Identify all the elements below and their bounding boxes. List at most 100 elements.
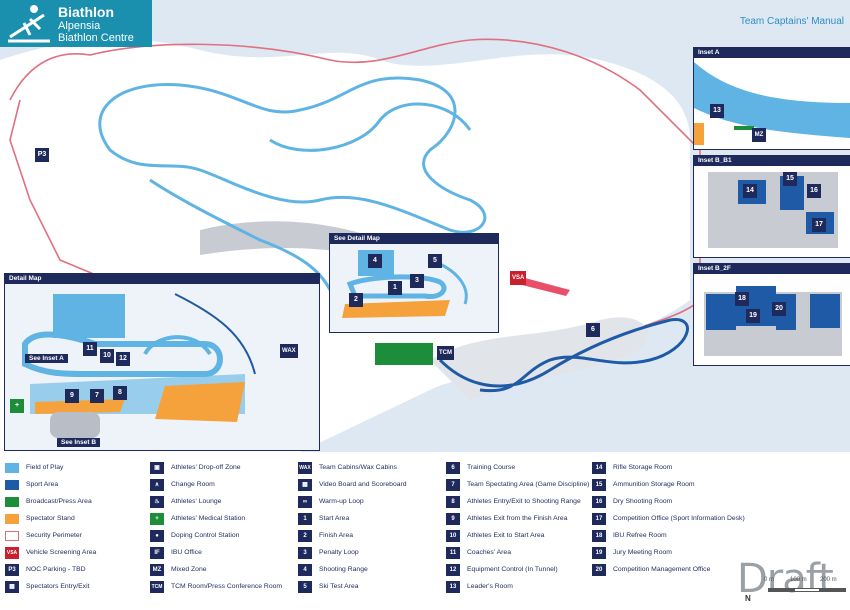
number-icon: 13 (446, 581, 460, 593)
scale-seg-2 (794, 588, 820, 592)
door-icon: ▦ (5, 581, 19, 593)
legend-label: Dry Shooting Room (613, 498, 673, 505)
marker-6[interactable]: 6 (586, 323, 600, 337)
legend-label: Spectators Entry/Exit (26, 583, 90, 590)
mixed-zone-marker[interactable]: MZ (752, 128, 766, 142)
detail-map-header: Detail Map (5, 274, 319, 284)
detail-map-panel[interactable]: Detail Map See Inset A See Inset B 11 10… (4, 273, 320, 451)
vsa-access (522, 278, 570, 296)
marker-7[interactable]: 7 (90, 389, 104, 403)
legend-label: Start Area (319, 515, 350, 522)
scoreboard-icon: ▦ (298, 479, 312, 491)
road-area (430, 317, 648, 400)
inset-a-header: Inset A (694, 48, 850, 58)
field-swatch (5, 463, 19, 473)
doping-icon: ● (150, 530, 164, 542)
inset-b2-panel[interactable]: Inset B_2F 18 19 20 (693, 263, 850, 366)
medical-station-icon[interactable]: + (10, 399, 24, 413)
marker-5[interactable]: 5 (428, 254, 442, 268)
marker-12[interactable]: 12 (116, 352, 130, 366)
marker-20[interactable]: 20 (772, 302, 786, 316)
legend-label: Ammunition Storage Room (613, 481, 695, 488)
see-detail-map-panel[interactable]: See Detail Map 4 5 3 1 2 (329, 233, 499, 333)
wax-icon: WAX (298, 462, 312, 474)
parking-p3-marker[interactable]: P3 (35, 148, 49, 162)
legend-label: Training Course (467, 464, 516, 471)
number-icon: 14 (592, 462, 606, 474)
marker-15[interactable]: 15 (783, 172, 797, 186)
inset-a-panel[interactable]: Inset A 13 MZ (693, 47, 850, 150)
legend-label: Team Cabins/Wax Cabins (319, 464, 397, 471)
legend-label: Athletes Exit to Start Area (467, 532, 545, 539)
legend-label: Video Board and Scoreboard (319, 481, 407, 488)
tcm-marker[interactable]: TCM (437, 346, 454, 360)
tcm-icon: TCM (150, 581, 164, 593)
number-icon: 15 (592, 479, 606, 491)
ski-trail-north (98, 76, 487, 234)
legend-label: Ski Test Area (319, 583, 359, 590)
legend-label: Athletes' Drop-off Zone (171, 464, 241, 471)
marker-9[interactable]: 9 (65, 389, 79, 403)
legend-label: Change Room (171, 481, 215, 488)
mixed-zone-icon: MZ (150, 564, 164, 576)
marker-8[interactable]: 8 (113, 386, 127, 400)
number-icon: 7 (446, 479, 460, 491)
inset-b1-panel[interactable]: Inset B_B1 14 15 16 17 (693, 155, 850, 258)
scale-seg-1 (768, 588, 794, 592)
marker-16[interactable]: 16 (807, 184, 821, 198)
legend-label: Mixed Zone (171, 566, 207, 573)
legend-label: Rifle Storage Room (613, 464, 673, 471)
number-icon: 4 (298, 564, 312, 576)
number-icon: 2 (298, 530, 312, 542)
scale-label-100: 100 m (790, 577, 807, 583)
warmup-icon: ∞ (298, 496, 312, 508)
legend-label: Coaches' Area (467, 549, 511, 556)
spectator-swatch (5, 514, 19, 524)
hanger-icon: ∧ (150, 479, 164, 491)
marker-18[interactable]: 18 (735, 292, 749, 306)
marker-3[interactable]: 3 (410, 274, 424, 288)
marker-10[interactable]: 10 (100, 349, 114, 363)
venue-line2: Biathlon Centre (58, 32, 134, 44)
marker-19[interactable]: 19 (746, 309, 760, 323)
legend-label: Athletes' Medical Station (171, 515, 246, 522)
number-icon: 11 (446, 547, 460, 559)
marker-1[interactable]: 1 (388, 281, 402, 295)
legend-label: Jury Meeting Room (613, 549, 672, 556)
legend-label: TCM Room/Press Conference Room (171, 583, 283, 590)
ski-trail-inner (269, 102, 472, 152)
marker-11[interactable]: 11 (83, 342, 97, 356)
vsa-marker[interactable]: VSA (510, 271, 527, 285)
number-icon: 1 (298, 513, 312, 525)
manual-title: Team Captains' Manual (739, 16, 844, 27)
scale-bar: 0 m 100 m 200 m (764, 577, 846, 594)
bus-icon: ▣ (150, 462, 164, 474)
legend-label: Vehicle Screening Area (26, 549, 97, 556)
vsa-icon: VSA (5, 547, 19, 559)
wax-marker[interactable]: WAX (280, 344, 298, 358)
venue-name: Alpensia Biathlon Centre (58, 20, 134, 44)
marker-2[interactable]: 2 (349, 293, 363, 307)
legend-label: Spectator Stand (26, 515, 75, 522)
legend-label: Field of Play (26, 464, 64, 471)
legend-label: Athletes Entry/Exit to Shooting Range (467, 498, 581, 505)
see-inset-b-label[interactable]: See Inset B (57, 438, 101, 447)
broadcast-swatch (5, 497, 19, 507)
broadcast-area (375, 343, 433, 365)
scale-label-0: 0 m (764, 577, 775, 583)
sport-title: Biathlon (58, 4, 114, 20)
number-icon: 8 (446, 496, 460, 508)
marker-17[interactable]: 17 (812, 218, 826, 232)
parking-icon: P3 (5, 564, 19, 576)
number-icon: 20 (592, 564, 606, 576)
ibu-office-icon: IF (150, 547, 164, 559)
marker-14[interactable]: 14 (743, 184, 757, 198)
legend-label: Penalty Loop (319, 549, 359, 556)
see-inset-a-label[interactable]: See Inset A (25, 354, 68, 363)
legend-label: Doping Control Station (171, 532, 240, 539)
marker-13[interactable]: 13 (710, 104, 724, 118)
legend-label: Finish Area (319, 532, 354, 539)
detail-map-graphics (22, 293, 256, 438)
marker-4[interactable]: 4 (368, 254, 382, 268)
see-detail-map-header: See Detail Map (330, 234, 498, 244)
